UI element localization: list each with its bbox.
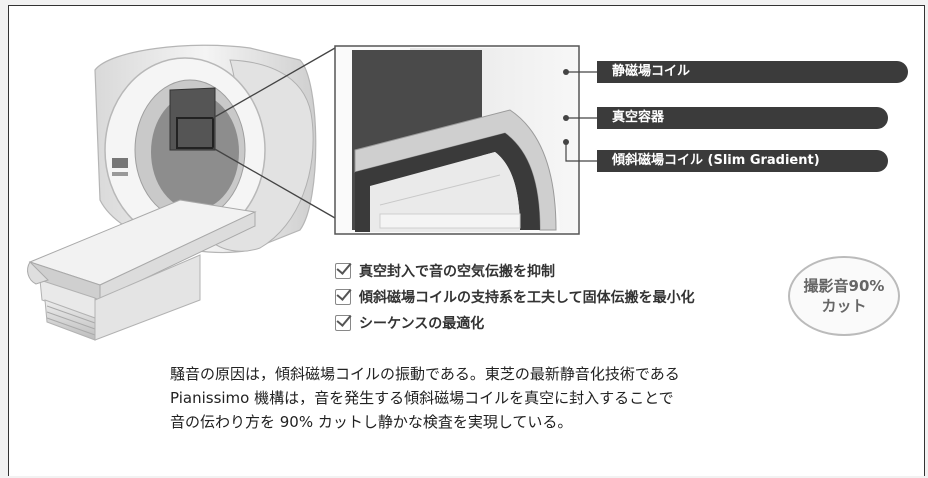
badge-line-2: カット	[821, 297, 867, 315]
callout-gradient-coil-label: 傾斜磁場コイル (Slim Gradient)	[612, 153, 820, 168]
callout-static-magnetic-coil-label: 静磁場コイル	[612, 64, 691, 79]
checkmark-icon	[335, 315, 351, 331]
callout-gradient-coil: 傾斜磁場コイル (Slim Gradient)	[597, 150, 888, 172]
description-line: 音の伝わり方を 90% カットし静かな検査を実現している。	[170, 413, 573, 431]
badge-line-1: 撮影音90%	[803, 277, 885, 295]
description-line: 騒音の原因は，傾斜磁場コイルの振動である。東芝の最新静音化技術である	[170, 365, 680, 383]
checklist-item: 真空封入で音の空気伝搬を抑制	[335, 258, 695, 284]
feature-checklist: 真空封入で音の空気伝搬を抑制 傾斜磁場コイルの支持系を工夫して固体伝搬を最小化 …	[335, 258, 695, 336]
checklist-item: 傾斜磁場コイルの支持系を工夫して固体伝搬を最小化	[335, 284, 695, 310]
checklist-item: シーケンスの最適化	[335, 310, 695, 336]
description-line: Pianissimo 機構は，音を発生する傾斜磁場コイルを真空に封入することで	[170, 389, 674, 407]
callout-vacuum-vessel-label: 真空容器	[612, 110, 665, 125]
checklist-item-text: 傾斜磁場コイルの支持系を工夫して固体伝搬を最小化	[359, 290, 695, 306]
checklist-item-text: シーケンスの最適化	[359, 316, 485, 332]
callout-static-magnetic-coil: 静磁場コイル	[597, 61, 908, 83]
checkmark-icon	[335, 289, 351, 305]
callout-vacuum-vessel: 真空容器	[597, 107, 888, 129]
zoom-connector	[212, 47, 336, 219]
noise-reduction-badge: 撮影音90% カット	[788, 256, 900, 336]
checkmark-icon	[335, 263, 351, 279]
checklist-item-text: 真空封入で音の空気伝搬を抑制	[359, 264, 555, 280]
patient-table	[27, 199, 257, 341]
coil-cross-section	[334, 45, 598, 235]
description-text: 騒音の原因は，傾斜磁場コイルの振動である。東芝の最新静音化技術である Piani…	[170, 362, 810, 434]
